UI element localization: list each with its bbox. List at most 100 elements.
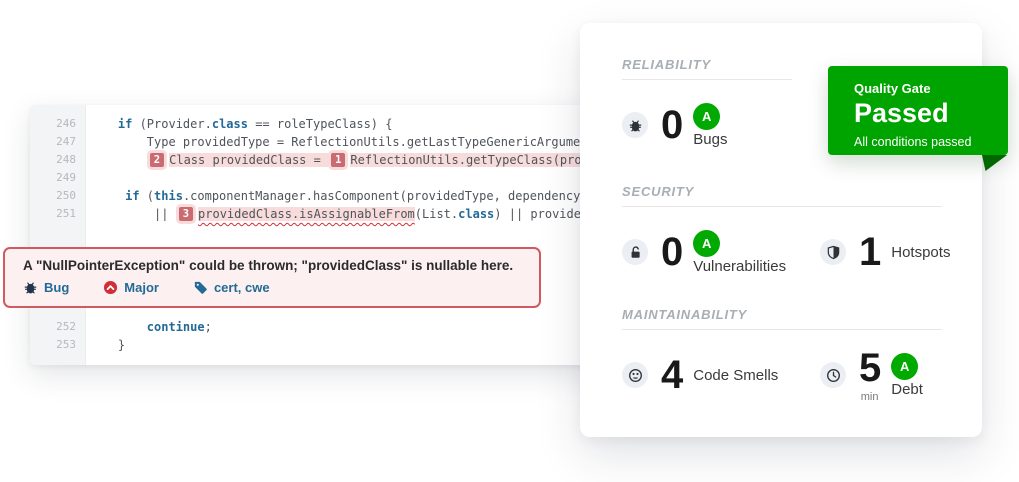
quality-gate-banner: Quality Gate Passed All conditions passe…	[828, 66, 1008, 155]
bug-icon	[23, 280, 38, 295]
quality-gate-subtext: All conditions passed	[854, 134, 972, 149]
line-number: 249	[56, 171, 76, 184]
code-text: || 3 providedClass.isAssignableFrom(List.…	[85, 205, 622, 223]
code-token: == roleTypeClass) {	[247, 117, 393, 131]
code-token	[89, 117, 118, 131]
code-line: 251 || 3 providedClass.isAssignableFrom(L…	[30, 205, 622, 223]
section-title-reliability: RELIABILITY	[622, 57, 711, 72]
metric-value-stack: 0	[661, 103, 683, 147]
code-text: 2 Class providedClass = 1 ReflectionUtils.…	[85, 151, 622, 169]
section-divider	[622, 79, 792, 80]
bug-icon	[622, 112, 648, 138]
code-token: (Provider.	[132, 117, 212, 131]
major-severity-icon	[103, 280, 118, 295]
metric-value: 0	[661, 230, 683, 274]
metric-label: Code Smells	[693, 366, 779, 384]
code-keyword: if	[125, 189, 140, 203]
quality-gate-ribbon-fold	[982, 155, 1007, 171]
metric-label: Hotspots	[891, 243, 951, 261]
code-keyword: class	[211, 117, 248, 131]
metric-value-stack: 1	[859, 232, 881, 272]
quality-gate-status: Passed	[854, 98, 949, 128]
section-title-maintainability: MAINTAINABILITY	[622, 307, 748, 322]
issue-location-badge[interactable]: 3	[178, 207, 194, 221]
code-token: (List.	[414, 207, 459, 221]
code-line: 252 continue;	[30, 318, 622, 336]
metric-label-stack: Code Smells	[693, 367, 778, 384]
code-highlight: Class providedClass =	[169, 153, 329, 167]
metric-value: 4	[661, 353, 683, 397]
code-line: 246 if (Provider.class == roleTypeClass)…	[30, 115, 622, 133]
code-token	[89, 320, 147, 334]
code-text: Type providedType = ReflectionUtils.getL…	[85, 133, 622, 151]
issue-severity-link[interactable]: Major	[103, 280, 159, 295]
code-token: Type providedType = ReflectionUtils.getL…	[146, 135, 622, 149]
rating-badge: A	[891, 352, 919, 380]
code-token: ||	[89, 207, 176, 221]
metric-label: Debt	[891, 380, 923, 398]
issue-location-badge[interactable]: 2	[149, 153, 165, 167]
section-divider	[622, 329, 942, 330]
metric-value-stack: 4	[661, 353, 683, 397]
code-keyword: class	[458, 207, 495, 221]
issue-tooltip: A "NullPointerException" could be thrown…	[3, 247, 541, 308]
code-text: if (Provider.class == roleTypeClass) {	[85, 115, 393, 133]
code-line: 247 Type providedType = ReflectionUtils.…	[30, 133, 622, 151]
code-editor-card: 246 if (Provider.class == roleTypeClass)…	[30, 105, 622, 365]
metric-label-stack: Hotspots	[891, 244, 950, 261]
metric-label: Vulnerabilities	[693, 257, 787, 275]
section-divider	[622, 206, 942, 207]
code-line: 253 }	[30, 336, 622, 354]
code-highlight: ReflectionUtils.getTypeClass(providedTyp…	[350, 153, 622, 167]
metric-hotspots[interactable]: 1 Hotspots	[820, 224, 950, 280]
metric-code-smells[interactable]: 4 Code Smells	[622, 347, 820, 403]
code-token: (	[139, 189, 155, 203]
code-keyword: if	[117, 117, 133, 131]
metric-unit: min	[860, 390, 879, 403]
code-token	[89, 153, 147, 167]
code-text: continue;	[85, 318, 212, 336]
line-number: 247	[56, 135, 76, 148]
code-text	[85, 169, 89, 187]
code-keyword: this	[154, 189, 183, 203]
metric-label: Bugs	[693, 130, 728, 148]
code-token	[89, 189, 125, 203]
line-number: 248	[56, 153, 76, 166]
issue-message: A "NullPointerException" could be thrown…	[23, 258, 514, 273]
code-token: .componentManager.hasComponent(providedT…	[182, 189, 622, 203]
code-highlight: providedClass.isAssignableFrom	[198, 207, 415, 221]
rating-badge: A	[693, 229, 721, 257]
code-lines: 246 if (Provider.class == roleTypeClass)…	[30, 105, 622, 354]
shield-icon	[820, 239, 846, 265]
code-text: if (this.componentManager.hasComponent(p…	[85, 187, 622, 205]
code-token: }	[89, 338, 126, 352]
line-number: 251	[56, 207, 76, 220]
issue-location-badge[interactable]: 1	[331, 153, 346, 167]
line-number: 250	[56, 189, 76, 202]
metric-value-stack: 0	[661, 230, 683, 274]
code-smell-icon	[622, 362, 648, 388]
lock-icon	[622, 239, 648, 265]
code-keyword: continue	[146, 320, 205, 334]
quality-gate-heading: Quality Gate	[854, 81, 931, 96]
code-line: 250 if (this.componentManager.hasCompone…	[30, 187, 622, 205]
metric-value: 0	[661, 103, 683, 147]
rating-badge: A	[693, 102, 721, 130]
issue-tags-link[interactable]: cert, cwe	[193, 280, 270, 295]
issue-type-label: Bug	[44, 280, 70, 295]
issue-type-link[interactable]: Bug	[23, 280, 69, 295]
clock-icon	[820, 362, 846, 388]
line-number: 246	[56, 117, 76, 130]
issue-severity-label: Major	[124, 280, 159, 295]
